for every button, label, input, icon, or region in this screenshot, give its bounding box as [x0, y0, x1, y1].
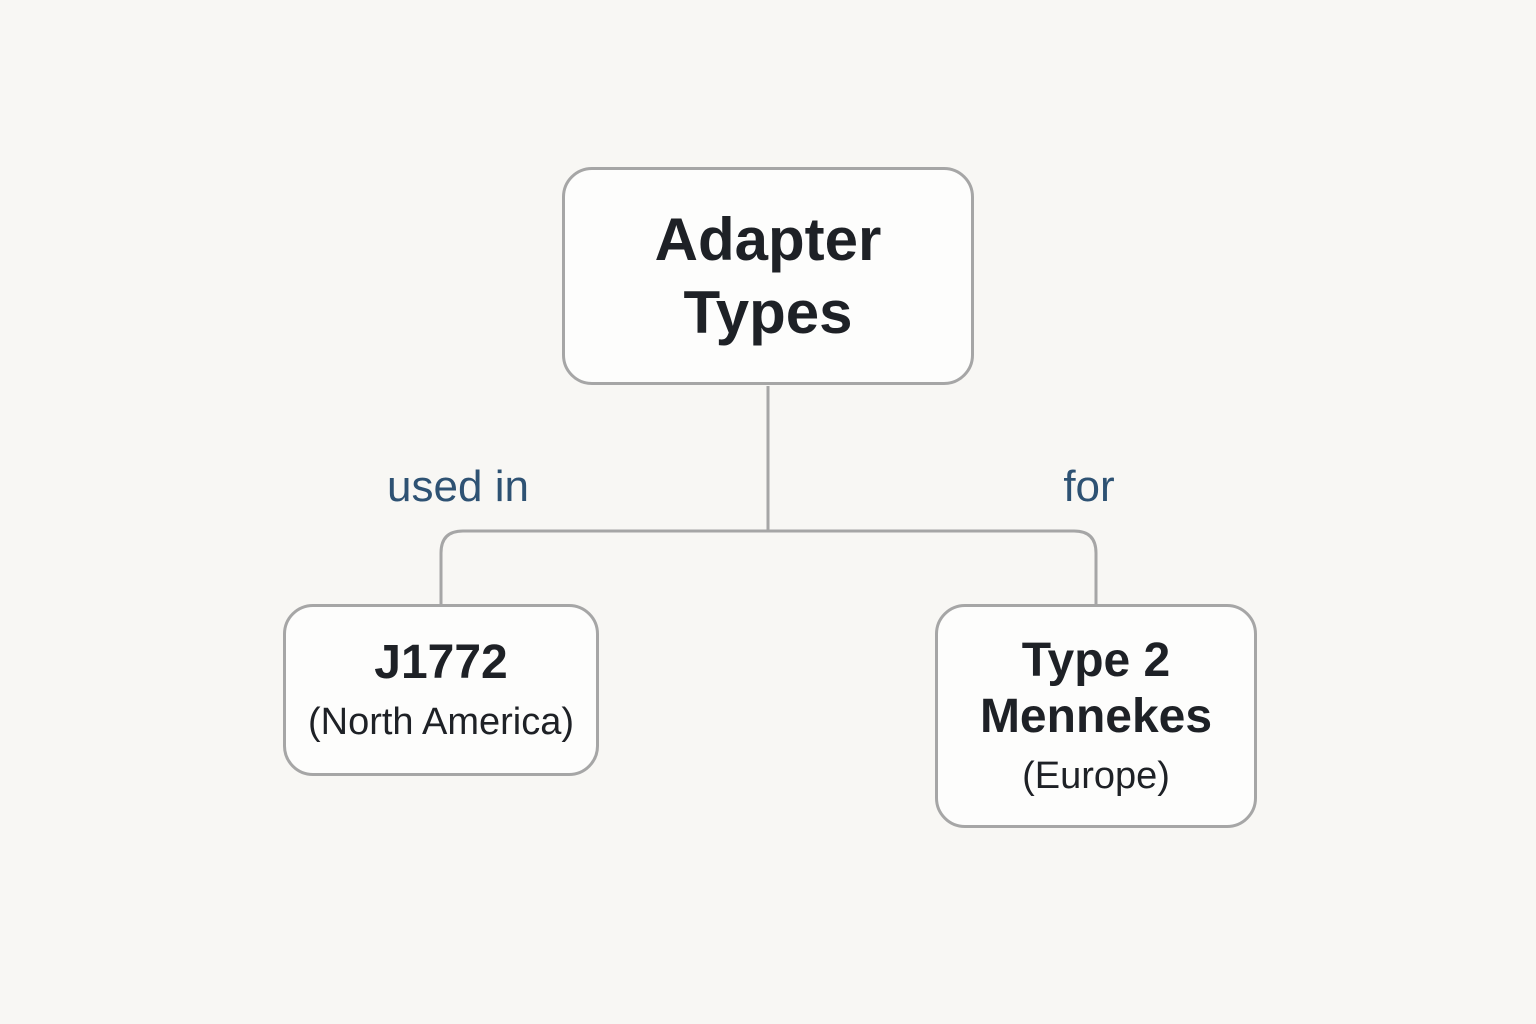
node-adapter-types: Adapter Types [562, 167, 974, 385]
edge-label-used-in: used in [387, 462, 529, 511]
node-type-2-mennekes: Type 2 Mennekes (Europe) [935, 604, 1257, 828]
node-type-2-mennekes-subtitle: (Europe) [1022, 754, 1170, 797]
node-j1772-subtitle: (North America) [307, 700, 575, 743]
node-type-2-mennekes-title: Type 2 Mennekes [979, 633, 1213, 744]
node-j1772: J1772 (North America) [283, 604, 599, 776]
edge-label-for: for [1063, 462, 1115, 511]
node-adapter-types-title: Adapter Types [654, 205, 882, 346]
node-j1772-title: J1772 [374, 635, 508, 689]
